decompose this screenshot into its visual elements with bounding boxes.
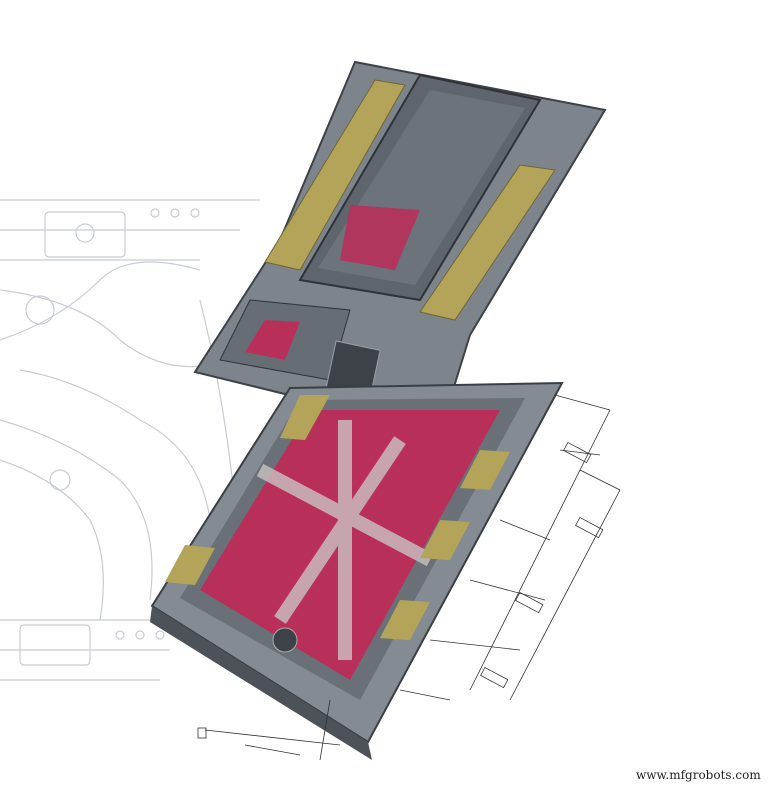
upper-frame-plate (193, 60, 607, 434)
dimension-lines (197, 394, 621, 761)
background-sketch (0, 199, 260, 681)
lower-block (150, 381, 564, 760)
watermark-text: www.mfgrobots.com (636, 768, 761, 782)
